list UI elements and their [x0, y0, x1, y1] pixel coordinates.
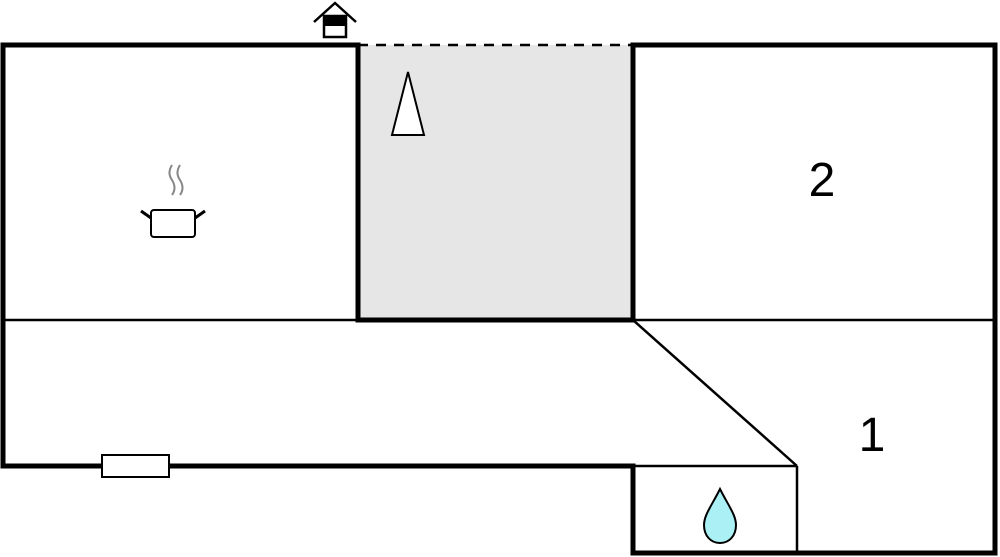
house-entrance-icon — [313, 1, 357, 39]
cooking-pot-icon — [140, 164, 206, 238]
room-label-2: 2 — [809, 154, 836, 207]
north-arrow-icon — [390, 71, 426, 136]
water-drop-icon — [702, 486, 738, 545]
terrace-area — [358, 45, 633, 320]
diagonal-wall — [632, 319, 798, 467]
outer-walls — [0, 42, 998, 556]
room-label-1: 1 — [859, 409, 886, 462]
window-icon — [101, 454, 170, 478]
